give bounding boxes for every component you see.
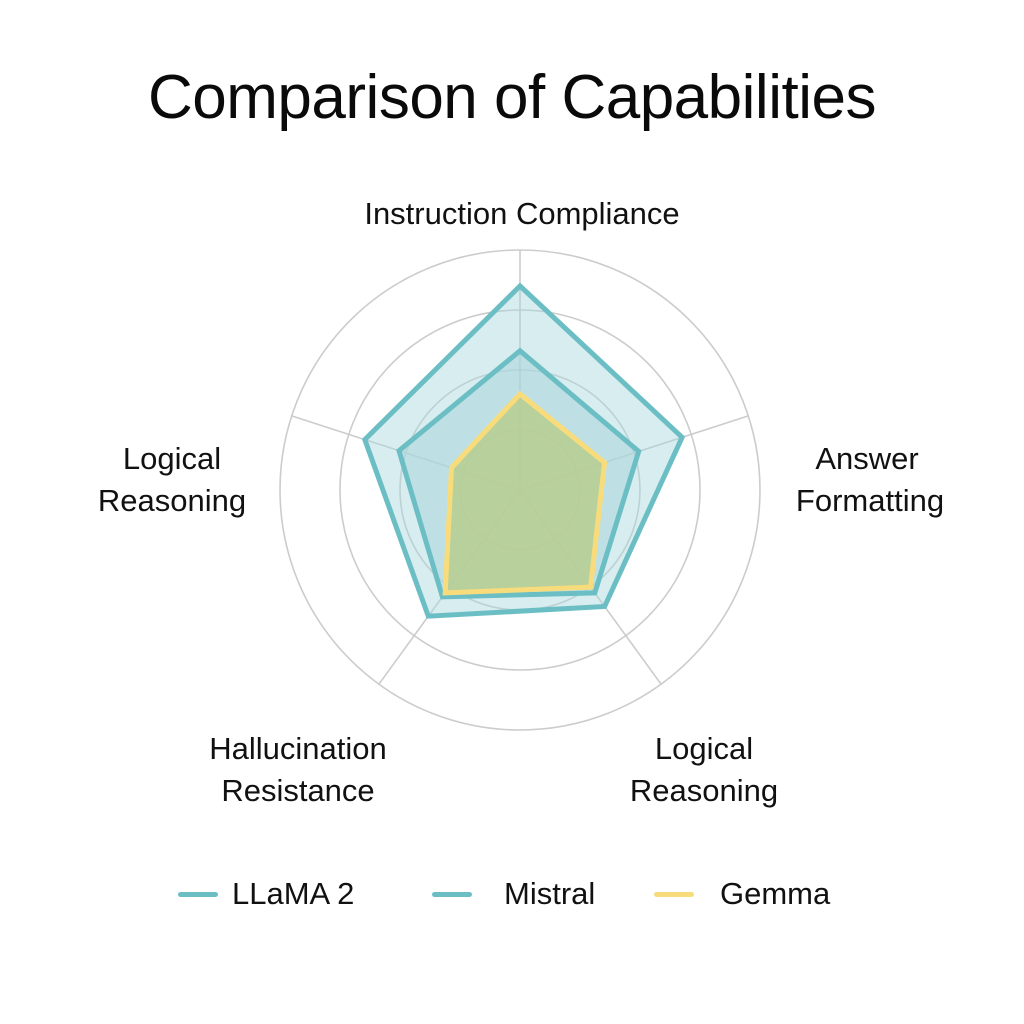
legend-item-mistral[interactable]: Mistral [432, 872, 595, 916]
axis-label-hallucination-resistance: Hallucination Resistance [209, 731, 387, 808]
legend-label: Gemma [720, 876, 831, 911]
chart-title: Comparison of Capabilities [148, 63, 876, 132]
legend-swatch-gemma [654, 891, 694, 897]
legend-item-llama2[interactable]: LLaMA 2 [178, 872, 354, 916]
radar-series [361, 282, 686, 619]
axis-label-answer-formatting: Answer Formatting [795, 441, 945, 518]
axis-label-logical-reasoning-bottom-right: Logical Reasoning [629, 731, 779, 808]
series-gemma [442, 390, 608, 596]
axis-label-instruction-compliance: Instruction Compliance [364, 196, 680, 231]
legend: LLaMA 2 Mistral Gemma [0, 872, 1024, 916]
legend-swatch-llama2 [178, 891, 218, 897]
legend-item-gemma[interactable]: Gemma [654, 872, 830, 916]
legend-label: Mistral [504, 876, 596, 911]
legend-label: LLaMA 2 [232, 876, 355, 911]
axis-label-logical-reasoning-left: Logical Reasoning [97, 441, 247, 518]
legend-swatch-mistral [432, 891, 472, 897]
